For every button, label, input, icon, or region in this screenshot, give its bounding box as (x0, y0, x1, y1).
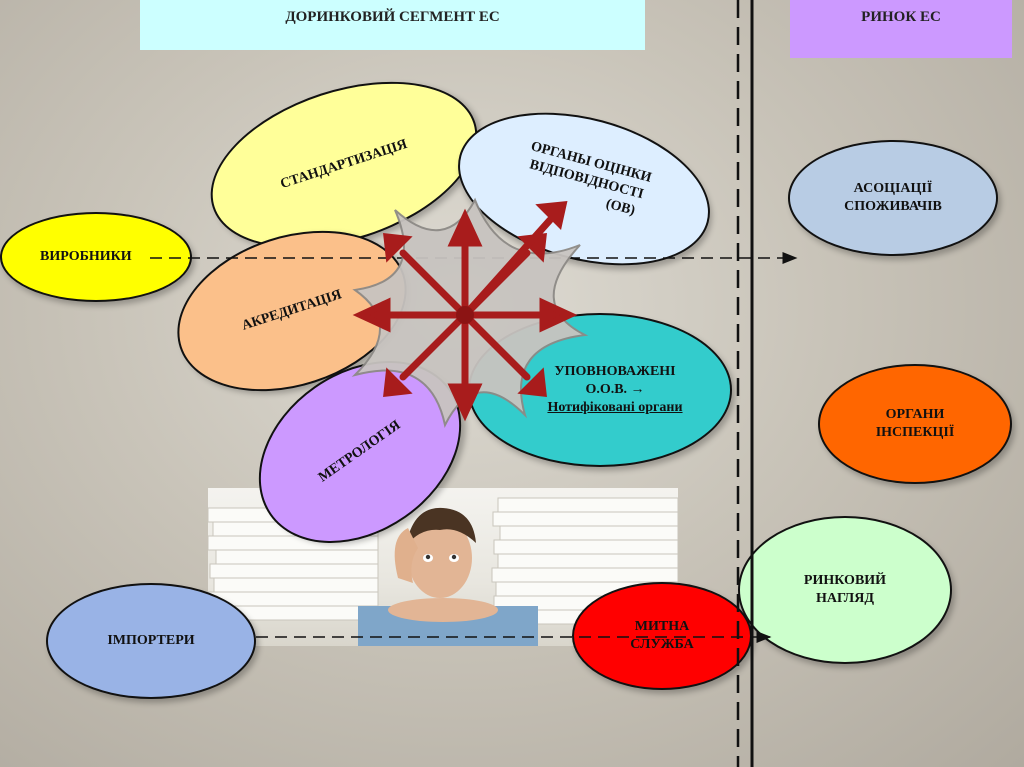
authorized-line3: Нотифіковані органи (547, 400, 683, 416)
authorized-line2: О.О.В. → (585, 381, 645, 397)
market-surveillance-node: РИНКОВИЙ НАГЛЯД (738, 516, 952, 664)
market-banner-label: РИНОК ЕС (861, 9, 941, 25)
inspection-bodies-node: ОРГАНИ ІНСПЕКЦІЇ (818, 364, 1012, 484)
customs-label: МИТНА СЛУЖБА (630, 618, 694, 652)
consumer-associations-node: АСОЦІАЦІЇ СПОЖИВАЧІВ (788, 140, 998, 256)
market-surveillance-label: РИНКОВИЙ НАГЛЯД (803, 572, 887, 606)
pre-market-banner-label: ДОРИНКОВИЙ СЕГМЕНТ ЕС (285, 9, 500, 25)
person-figure (358, 507, 538, 646)
customs-node: МИТНА СЛУЖБА (572, 582, 752, 690)
importers-label: ІМПОРТЕРИ (107, 632, 195, 648)
producers-node: ВИРОБНИКИ (0, 212, 192, 302)
pre-market-banner: ДОРИНКОВИЙ СЕГМЕНТ ЕС (140, 0, 645, 50)
inspection-bodies-label: ОРГАНИ ІНСПЕКЦІЇ (875, 406, 955, 440)
importers-node: ІМПОРТЕРИ (46, 583, 256, 699)
consumer-associations-label: АСОЦІАЦІЇ СПОЖИВАЧІВ (844, 180, 942, 214)
authorized-line1: УПОВНОВАЖЕНІ (554, 363, 676, 379)
market-banner: РИНОК ЕС (790, 0, 1012, 58)
producers-label: ВИРОБНИКИ (40, 248, 132, 264)
radial-arrows-icon (351, 197, 589, 428)
